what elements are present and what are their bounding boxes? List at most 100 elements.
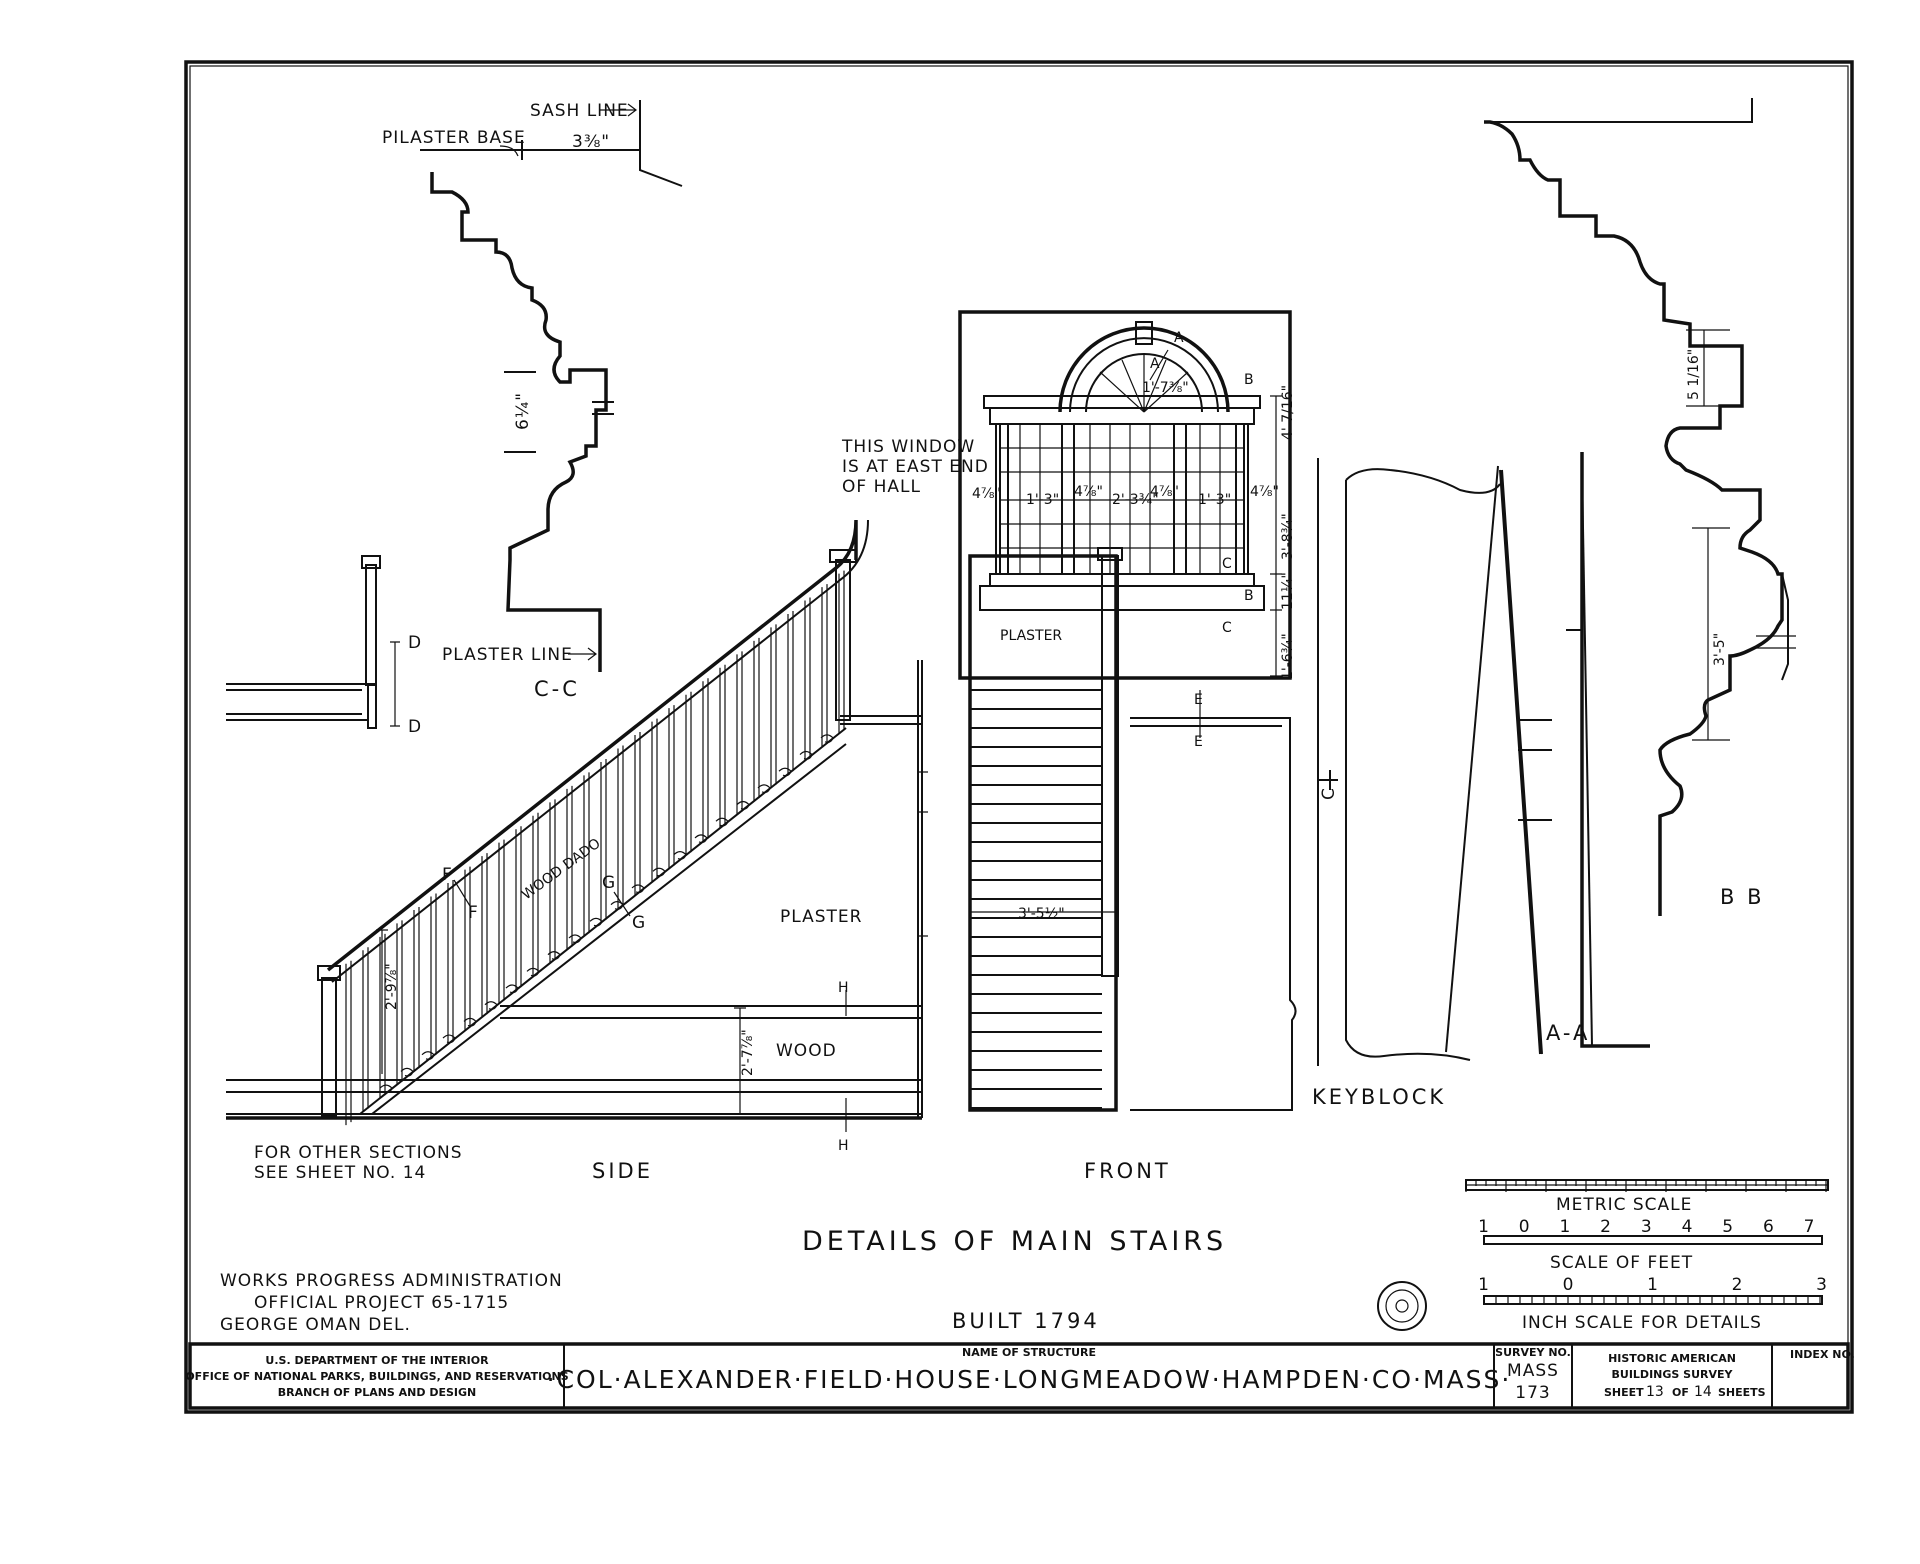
bb-dim-top: 5 1/16" — [1686, 349, 1702, 400]
feet-scale-label: SCALE OF FEET — [1550, 1253, 1693, 1273]
dd-mark-top: D — [408, 633, 422, 653]
front-plaster-label: PLASTER — [1000, 628, 1062, 644]
front-window-note-1: THIS WINDOW — [841, 437, 975, 457]
feet-scale-ticks: 1 0 1 2 3 — [1478, 1275, 1828, 1295]
metric-tick-label: 1 — [1559, 1217, 1571, 1237]
section-dd: D D — [226, 555, 422, 737]
title-block: U.S. DEPARTMENT OF THE INTERIOR OFFICE O… — [185, 1342, 1855, 1410]
tb-dept-1: U.S. DEPARTMENT OF THE INTERIOR — [265, 1354, 489, 1367]
sheet-border — [184, 60, 1854, 1414]
dd-mark-bottom: D — [408, 717, 422, 737]
front-stair-treads — [970, 689, 1102, 1109]
section-aa: A-A — [1518, 452, 1650, 1048]
credit-line-1: WORKS PROGRESS ADMINISTRATION — [220, 1271, 563, 1291]
drawing-built: BUILT 1794 — [952, 1309, 1100, 1333]
front-view-label: FRONT — [1084, 1159, 1171, 1183]
side-plaster-label: PLASTER — [780, 907, 862, 927]
front-dim-height: 3'-8¾" — [1280, 513, 1296, 560]
front-dim-pil-3: 4⅞" — [1150, 484, 1179, 500]
tb-survey-1: MASS — [1507, 1361, 1559, 1381]
metric-tick-label: 2 — [1600, 1217, 1612, 1237]
bb-view-label: B B — [1720, 885, 1765, 909]
stair-scroll-brackets — [379, 734, 834, 1094]
metric-scale-ticks: 1 0 1 2 3 4 5 6 7 — [1478, 1217, 1816, 1237]
metric-tick-label: 6 — [1763, 1217, 1775, 1237]
front-window-note-3: OF HALL — [842, 477, 921, 497]
tb-sheet-total: 14 — [1694, 1384, 1712, 1400]
side-mark-f2: F — [468, 903, 479, 923]
tb-sheet-suffix: SHEETS — [1718, 1386, 1766, 1399]
front-mark-a1: A — [1174, 330, 1184, 346]
note-other-sections-1: FOR OTHER SECTIONS — [254, 1143, 463, 1163]
tb-habs-2: BUILDINGS SURVEY — [1612, 1368, 1734, 1381]
tb-survey-label: SURVEY NO. — [1495, 1346, 1571, 1359]
cc-sash-line-label: SASH LINE — [530, 101, 629, 121]
front-mark-a2: A — [1150, 356, 1160, 372]
front-mark-b2: B — [1244, 588, 1254, 604]
tb-sheet-no: 13 — [1646, 1384, 1664, 1400]
side-mark-g1: G — [602, 873, 616, 893]
tb-structure-name: ·COL·ALEXANDER·FIELD·HOUSE·LONGMEADOW·HA… — [547, 1365, 1512, 1394]
side-mark-h1: H — [838, 980, 849, 996]
note-other-sections-2: SEE SHEET NO. 14 — [254, 1163, 426, 1183]
tb-name-label: NAME OF STRUCTURE — [962, 1346, 1096, 1359]
cc-view-label: C-C — [534, 677, 580, 701]
metric-scale-label: METRIC SCALE — [1556, 1195, 1692, 1215]
front-mark-e2: E — [1194, 734, 1203, 750]
feet-tick-label: 0 — [1563, 1275, 1575, 1295]
side-wood-dado-label: WOOD DADO — [519, 836, 604, 904]
metric-tick-label: 1 — [1478, 1217, 1490, 1237]
feet-tick-label: 1 — [1478, 1275, 1490, 1295]
front-mark-c1: C — [1222, 556, 1232, 572]
section-bb: 5 1/16" 3'-5" B B — [1484, 98, 1796, 916]
metric-tick-label: 4 — [1682, 1217, 1694, 1237]
front-dim-stair-width: 3'-5½" — [1018, 906, 1065, 922]
inch-scale-label: INCH SCALE FOR DETAILS — [1522, 1313, 1762, 1333]
credit-line-2: OFFICIAL PROJECT 65-1715 — [254, 1293, 509, 1313]
aa-view-label: A-A — [1546, 1021, 1590, 1045]
metric-tick-label: 3 — [1641, 1217, 1653, 1237]
credit-line-3: GEORGE OMAN DEL. — [220, 1315, 411, 1335]
bb-dim-mid: 3'-5" — [1712, 633, 1728, 666]
side-mark-g2: G — [632, 913, 646, 933]
side-mark-f1: F — [442, 865, 453, 885]
side-view-label: SIDE — [592, 1159, 653, 1183]
front-dim-sill: 11¼" — [1280, 572, 1296, 610]
tb-index-label: INDEX NO. — [1790, 1348, 1855, 1361]
tb-habs-1: HISTORIC AMERICAN — [1608, 1352, 1736, 1365]
stair-balusters — [345, 570, 845, 1126]
cc-dim-height: 6¼" — [513, 392, 533, 430]
side-wood-label: WOOD — [776, 1041, 837, 1061]
front-mark-e1: E — [1194, 692, 1203, 708]
tb-sheet-prefix: SHEET — [1604, 1386, 1644, 1399]
keyblock-label: KEYBLOCK — [1312, 1085, 1446, 1109]
tb-dept-3: BRANCH OF PLANS AND DESIGN — [278, 1386, 477, 1399]
front-mark-c2: C — [1222, 620, 1232, 636]
front-window-note-2: IS AT EAST END — [842, 457, 989, 477]
survey-stamp — [1377, 1281, 1427, 1331]
metric-tick-label: 7 — [1804, 1217, 1816, 1237]
front-elevation: 3'-5½" PLASTER THIS WINDOW IS AT EAST EN… — [841, 310, 1297, 1112]
keyblock-center-mark: C — [1319, 787, 1339, 800]
side-dim-rail: 2'-9⅞" — [384, 963, 400, 1010]
tb-sheet-of: OF — [1672, 1386, 1689, 1399]
drawing-title: DETAILS OF MAIN STAIRS — [802, 1226, 1227, 1257]
side-dim-wood: 2'-7⅞" — [740, 1029, 756, 1076]
metric-tick-label: 0 — [1519, 1217, 1531, 1237]
side-elevation: 2'-9⅞" 2'-7⅞" H H PLASTER WOOD WOOD DADO… — [226, 519, 928, 1154]
side-mark-h2: H — [838, 1138, 849, 1154]
front-dim-top: 4' 7/16" — [1280, 385, 1296, 440]
front-dim-pil-2: 4⅞" — [1074, 484, 1103, 500]
tb-dept-2: OFFICE OF NATIONAL PARKS, BUILDINGS, AND… — [185, 1370, 568, 1383]
cc-pilaster-base-label: PILASTER BASE — [382, 128, 526, 148]
front-dim-pil-1: 4⅞" — [972, 486, 1001, 502]
feet-tick-label: 2 — [1732, 1275, 1744, 1295]
metric-tick-label: 5 — [1722, 1217, 1734, 1237]
feet-tick-label: 3 — [1816, 1275, 1828, 1295]
tb-survey-2: 173 — [1515, 1383, 1550, 1403]
keyblock-detail: C KEYBLOCK — [1312, 458, 1543, 1109]
front-dim-base: 1'-6¾" — [1280, 633, 1296, 680]
feet-tick-label: 1 — [1647, 1275, 1659, 1295]
